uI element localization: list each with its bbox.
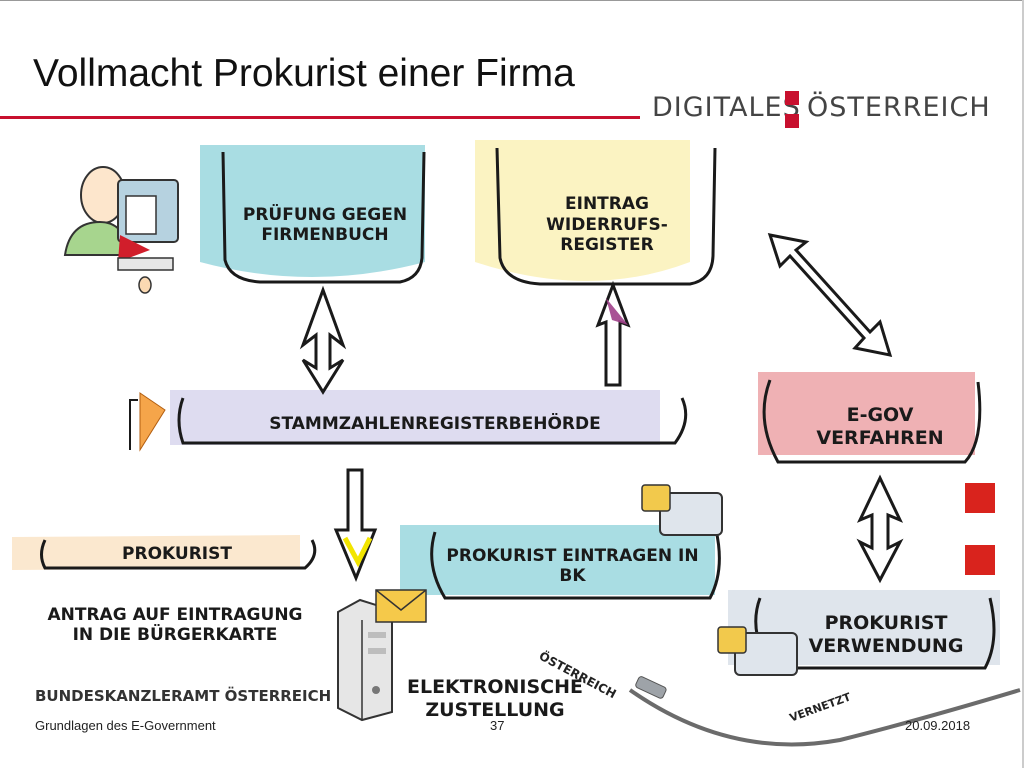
label-zustellung: ELEKTRONISCHE ZUSTELLUNG: [406, 676, 583, 721]
pruefung-shape: [200, 145, 426, 284]
bundeskanzleramt-logo: BUNDESKANZLERAMT ÖSTERREICH: [35, 687, 332, 705]
envelope-icon: [375, 589, 427, 623]
eintrag-shape: [475, 140, 717, 286]
egov-shape: [758, 372, 982, 464]
brand-oesterreich: ÖSTERREICH: [807, 92, 991, 123]
brand-mark-top: [785, 91, 799, 105]
brand-digitales: DIGITALES: [652, 92, 801, 123]
prokurist-shape: [12, 535, 317, 570]
arrow-egov-verwendung: [856, 474, 904, 584]
label-prokurist: PROKURIST: [122, 543, 232, 564]
label-stammzahl: STAMMZAHLENREGISTERBEHÖRDE: [269, 413, 601, 434]
label-verwendung: PROKURIST VERWENDUNG: [808, 612, 964, 657]
label-egov: E-GOV VERFAHREN: [816, 404, 944, 449]
label-pruefung: PRÜFUNG GEGEN FIRMENBUCH: [242, 204, 408, 245]
title-underline: [0, 116, 640, 119]
smartcard-eintragen-icon: [641, 484, 723, 536]
label-eintrag: EINTRAG WIDERRUFS-REGISTER: [546, 194, 668, 256]
arrow-eintrag-egov: [767, 233, 893, 357]
brand-square-top: [965, 483, 995, 513]
server-icon: [337, 598, 393, 722]
arrow-stammzahl-server: [333, 468, 378, 582]
footer-date: 20.09.2018: [905, 718, 971, 733]
brand-mark-bottom: [785, 114, 799, 128]
eintragen-bk-shape: [400, 525, 721, 600]
footer-page-number: 37: [490, 718, 505, 733]
arrow-pruefung-stammzahl: [299, 285, 347, 395]
footer-course: Grundlagen des E-Government: [35, 718, 216, 733]
smartcard-verwendung-icon: [717, 626, 798, 676]
label-eintragen-bk: PROKURIST EINTRAGEN IN BK: [446, 545, 699, 586]
slide-title: Vollmacht Prokurist einer Firma: [33, 52, 575, 95]
top-border: [0, 0, 1024, 1]
label-antrag: ANTRAG AUF EINTRAGUNG IN DIE BÜRGERKARTE: [47, 604, 303, 645]
cable-icon: [628, 676, 1021, 747]
stammzahl-shape: [129, 390, 688, 452]
right-border: [1022, 0, 1024, 768]
arrow-stammzahl-eintrag: [595, 280, 631, 387]
brand-square-bottom: [965, 545, 995, 575]
person-at-computer-icon: [63, 166, 179, 294]
